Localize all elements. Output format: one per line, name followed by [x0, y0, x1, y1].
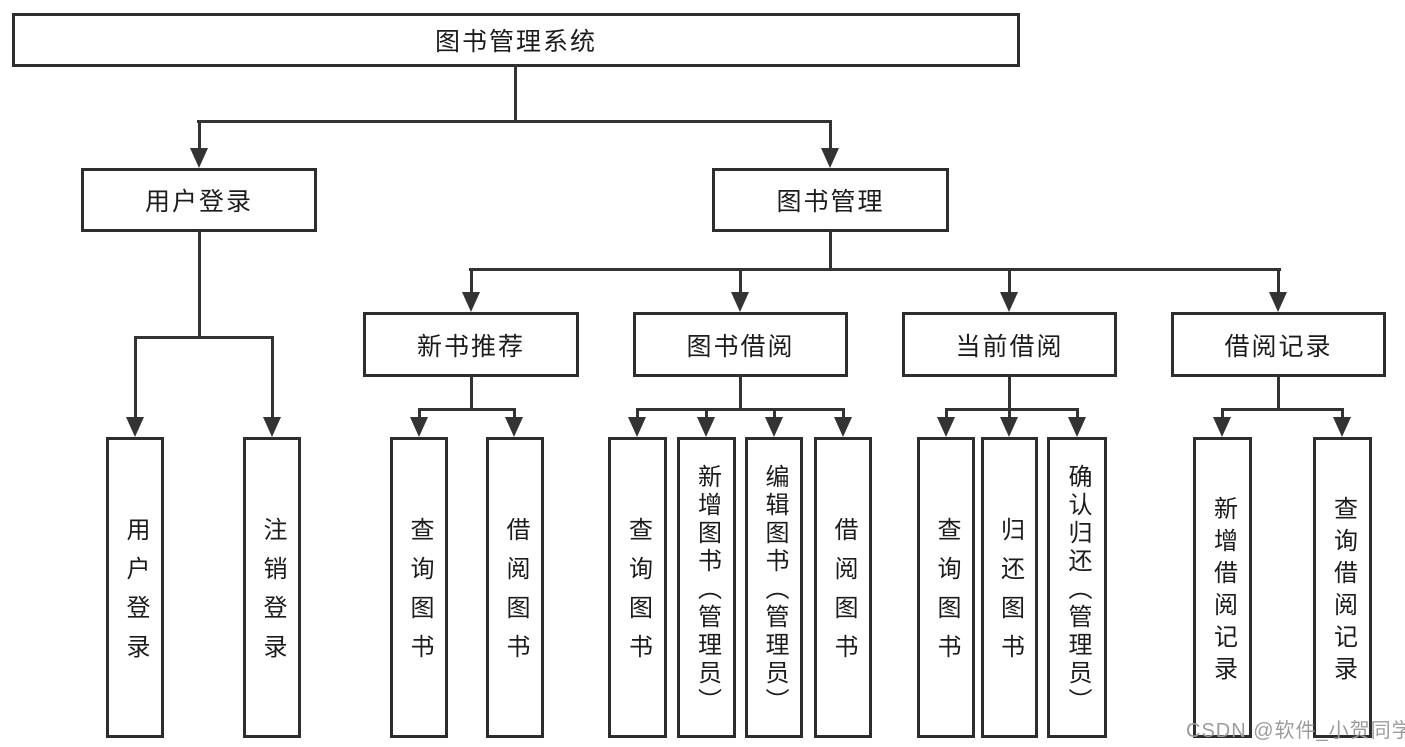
- leaf-query-borrow-record-label: 查询借阅记录: [1329, 495, 1357, 688]
- connector-user-login-drop: [198, 120, 201, 152]
- node-user-login: 用户登录: [81, 168, 317, 232]
- node-current-borrow-label: 当前借阅: [955, 332, 1064, 361]
- connector-new-book-drop: [470, 268, 473, 296]
- connector-rec-query-drop: [1341, 408, 1344, 421]
- connector-leaf-login-drop: [134, 336, 137, 421]
- arrow-down-cb-query: [937, 417, 955, 437]
- leaf-query-borrow-record: 查询借阅记录: [1313, 437, 1372, 738]
- arrow-down-book-mgmt: [821, 148, 839, 168]
- leaf-query-books-recommend: 查询图书: [390, 437, 448, 738]
- connector-new-book-stem: [470, 375, 473, 410]
- node-new-book-recommend-label: 新书推荐: [416, 332, 525, 361]
- connector-new-book-rail: [418, 408, 516, 411]
- connector-leaf-logout-drop: [271, 336, 274, 421]
- connector-user-login-rail: [134, 336, 274, 339]
- connector-user-login-stem: [198, 230, 201, 338]
- connector-book-mgmt-stem: [829, 230, 832, 270]
- connector-book-borrow-drop: [739, 268, 742, 296]
- leaf-query-books-borrow-label: 查询图书: [624, 517, 652, 673]
- node-book-borrow-label: 图书借阅: [686, 332, 795, 361]
- arrow-down-book-borrow: [731, 292, 749, 312]
- node-book-borrow: 图书借阅: [633, 312, 848, 377]
- leaf-edit-books-admin: 编辑图书（管理员）: [745, 437, 803, 738]
- arrow-down-leaf-logout: [263, 417, 281, 437]
- node-user-login-label: 用户登录: [144, 188, 253, 216]
- connector-records-stem: [1277, 375, 1280, 410]
- connector-current-borrow-drop: [1008, 268, 1011, 296]
- arrow-down-rec-query: [1333, 417, 1351, 437]
- connector-root-stem: [514, 64, 517, 122]
- connector-root-rail: [197, 120, 832, 123]
- arrow-down-cb-confirm: [1068, 417, 1086, 437]
- leaf-borrow-books-recommend: 借阅图书: [486, 437, 544, 738]
- connector-book-mgmt-drop: [829, 120, 832, 152]
- connector-bb-edit-drop: [773, 408, 776, 421]
- node-new-book-recommend: 新书推荐: [363, 312, 579, 377]
- leaf-borrow-books-recommend-label: 借阅图书: [502, 517, 529, 673]
- arrow-down-bb-edit: [765, 417, 783, 437]
- arrow-down-bb-borrow: [834, 417, 852, 437]
- arrow-down-current-borrow: [1000, 292, 1018, 312]
- connector-records-rail: [1221, 408, 1343, 411]
- arrow-down-new-book: [462, 292, 480, 312]
- leaf-confirm-return-admin-label: 确认归还（管理员）: [1064, 463, 1091, 716]
- arrow-down-user-login: [190, 148, 208, 168]
- connector-book-mgmt-rail: [469, 268, 1281, 271]
- connector-current-stem: [1008, 375, 1011, 410]
- leaf-borrow-books-borrow-label: 借阅图书: [830, 517, 857, 673]
- arrow-down-nb-borrow: [505, 417, 523, 437]
- leaf-add-books-admin-label: 新增图书（管理员）: [693, 463, 721, 716]
- leaf-borrow-books-borrow: 借阅图书: [814, 437, 872, 738]
- connector-bb-query-drop: [636, 408, 639, 421]
- connector-cb-query-drop: [945, 408, 948, 421]
- arrow-down-borrow-records: [1269, 292, 1287, 312]
- leaf-logout-label: 注销登录: [259, 517, 286, 673]
- leaf-logout: 注销登录: [243, 437, 301, 738]
- leaf-return-books-label: 归还图书: [996, 517, 1024, 673]
- node-borrow-records: 借阅记录: [1171, 312, 1386, 377]
- node-book-management-label: 图书管理: [776, 188, 885, 216]
- connector-cb-return-drop: [1008, 408, 1011, 421]
- connector-book-borrow-stem: [739, 375, 742, 410]
- connector-nb-borrow-drop: [513, 408, 516, 421]
- leaf-query-books-recommend-label: 查询图书: [406, 517, 433, 673]
- arrow-down-bb-query: [628, 417, 646, 437]
- connector-rec-add-drop: [1221, 408, 1224, 421]
- arrow-down-cb-return: [1000, 417, 1018, 437]
- leaf-edit-books-admin-label: 编辑图书（管理员）: [761, 463, 788, 716]
- leaf-add-borrow-record-label: 新增借阅记录: [1209, 495, 1237, 688]
- connector-current-rail: [945, 408, 1078, 411]
- node-current-borrow: 当前借阅: [902, 312, 1117, 377]
- csdn-watermark: CSDN @软件_小贺同学: [1186, 720, 1405, 742]
- leaf-user-login-label: 用户登录: [122, 517, 149, 673]
- connector-nb-query-drop: [418, 408, 421, 421]
- leaf-add-borrow-record: 新增借阅记录: [1193, 437, 1252, 738]
- leaf-return-books: 归还图书: [981, 437, 1038, 738]
- connector-cb-confirm-drop: [1076, 408, 1079, 421]
- connector-borrow-records-drop: [1277, 268, 1280, 296]
- connector-bb-borrow-drop: [842, 408, 845, 421]
- leaf-user-login: 用户登录: [106, 437, 164, 738]
- arrow-down-rec-add: [1213, 417, 1231, 437]
- node-root-label: 图书管理系统: [434, 28, 597, 56]
- node-root: 图书管理系统: [12, 13, 1020, 67]
- arrow-down-leaf-login: [126, 417, 144, 437]
- leaf-add-books-admin: 新增图书（管理员）: [677, 437, 736, 738]
- leaf-query-books-current-label: 查询图书: [933, 517, 960, 673]
- leaf-query-books-borrow: 查询图书: [608, 437, 667, 738]
- leaf-confirm-return-admin: 确认归还（管理员）: [1047, 437, 1107, 738]
- connector-book-borrow-rail: [636, 408, 844, 411]
- connector-bb-add-drop: [705, 408, 708, 421]
- node-book-management: 图书管理: [712, 168, 949, 232]
- arrow-down-bb-add: [697, 417, 715, 437]
- leaf-query-books-current: 查询图书: [917, 437, 975, 738]
- arrow-down-nb-query: [410, 417, 428, 437]
- node-borrow-records-label: 借阅记录: [1224, 332, 1333, 361]
